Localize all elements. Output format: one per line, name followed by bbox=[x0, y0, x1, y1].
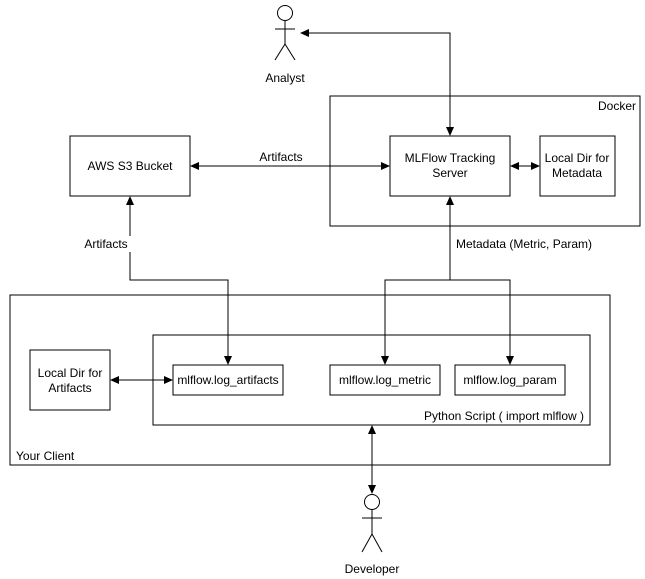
arrowhead-tracking-bottom bbox=[446, 196, 454, 205]
developer-actor bbox=[361, 494, 383, 553]
arrowhead-tracking-right bbox=[510, 162, 519, 170]
arrowhead-logparam-top bbox=[506, 356, 514, 365]
tracking-server-label-line1: MLFlow Tracking bbox=[405, 151, 496, 165]
arrowhead-logmetric-top bbox=[381, 356, 389, 365]
arrowhead-artifactsdir-right bbox=[110, 376, 119, 384]
arrowhead-developer-top bbox=[368, 485, 376, 494]
metadata-dir-label-line1: Local Dir for bbox=[545, 151, 610, 165]
s3-bucket-label: AWS S3 Bucket bbox=[88, 159, 174, 173]
metadata-edge-label: Metadata (Metric, Param) bbox=[456, 237, 592, 251]
arrowhead-tracking-top bbox=[446, 127, 454, 136]
artifacts-edge-label-top: Artifacts bbox=[259, 150, 302, 164]
tracking-server-label-line2: Server bbox=[432, 166, 467, 180]
developer-label: Developer bbox=[345, 562, 400, 576]
artifacts-dir-label-line1: Local Dir for bbox=[38, 366, 103, 380]
analyst-tracking-connector bbox=[308, 32, 451, 128]
tracking-server-node bbox=[389, 135, 511, 197]
analyst-actor bbox=[274, 5, 296, 61]
artifacts-dir-node bbox=[29, 349, 111, 411]
arrowhead-logartifacts-top bbox=[224, 356, 232, 365]
artifacts-dir-label-line2: Artifacts bbox=[48, 381, 91, 395]
arrowhead-analyst bbox=[300, 29, 309, 37]
arrowhead-tracking-left bbox=[381, 162, 390, 170]
artifacts-edge-label-bg bbox=[80, 236, 132, 252]
log-metric-label: mlflow.log_metric bbox=[339, 373, 431, 387]
log-param-label: mlflow.log_param bbox=[463, 373, 556, 387]
arrowhead-s3-bottom bbox=[126, 196, 134, 205]
arrowhead-metadata-left bbox=[531, 162, 540, 170]
arrowhead-s3-right bbox=[190, 162, 199, 170]
metadata-dir-node bbox=[539, 135, 616, 197]
python-script-label: Python Script ( import mlflow ) bbox=[424, 409, 584, 423]
arrowhead-script-bottom bbox=[368, 425, 376, 434]
log-metric-node bbox=[329, 364, 441, 396]
analyst-label: Analyst bbox=[265, 71, 305, 85]
log-param-node bbox=[454, 364, 566, 396]
arrowhead-logartifacts-left bbox=[164, 376, 173, 384]
s3-bucket-node bbox=[69, 135, 191, 197]
log-artifacts-label: mlflow.log_artifacts bbox=[177, 373, 278, 387]
log-artifacts-node bbox=[172, 364, 284, 396]
artifacts-edge-label-left: Artifacts bbox=[84, 237, 127, 251]
metadata-dir-label-line2: Metadata bbox=[552, 166, 602, 180]
client-label: Your Client bbox=[16, 449, 75, 463]
docker-label: Docker bbox=[598, 99, 636, 113]
metric-param-branch bbox=[384, 279, 511, 357]
metadata-edge-label-bg bbox=[454, 236, 594, 252]
